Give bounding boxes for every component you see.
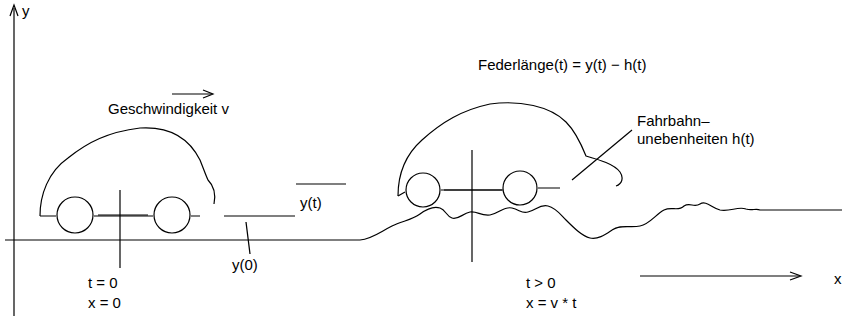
axis-label: y [22, 2, 30, 20]
x-axis-head [790, 272, 801, 280]
position-mark [471, 150, 472, 262]
leader-line [572, 130, 632, 180]
y-axis [13, 8, 14, 316]
height-label: y(0) [232, 256, 258, 274]
time-label: t > 0 [526, 274, 556, 292]
height-mark [296, 183, 346, 184]
wheel [57, 197, 93, 233]
formula-label: Federlänge(t) = y(t) − h(t) [478, 56, 646, 74]
position-mark [119, 190, 120, 268]
height-mark [224, 215, 295, 216]
height-label: y(t) [300, 194, 322, 212]
position-label: x = 0 [88, 294, 121, 312]
leader-line [246, 222, 250, 254]
car-body [398, 103, 622, 196]
velocity-arrow [172, 93, 212, 94]
road-label: Fahrbahn– unebenheiten h(t) [637, 112, 777, 148]
y-axis-head [10, 5, 18, 16]
position-mark [444, 189, 502, 190]
wheel [503, 171, 537, 205]
time-label: t = 0 [88, 274, 118, 292]
axis-label: x [834, 270, 842, 288]
car-body [40, 128, 215, 216]
wheel [406, 173, 440, 207]
x-axis [640, 275, 800, 276]
road-surface [5, 203, 842, 240]
velocity-arrow-head [203, 90, 213, 98]
wheel [154, 197, 190, 233]
velocity-label: Geschwindigkeit v [108, 100, 229, 118]
position-mark [98, 214, 148, 215]
position-label: x = v * t [526, 294, 576, 312]
